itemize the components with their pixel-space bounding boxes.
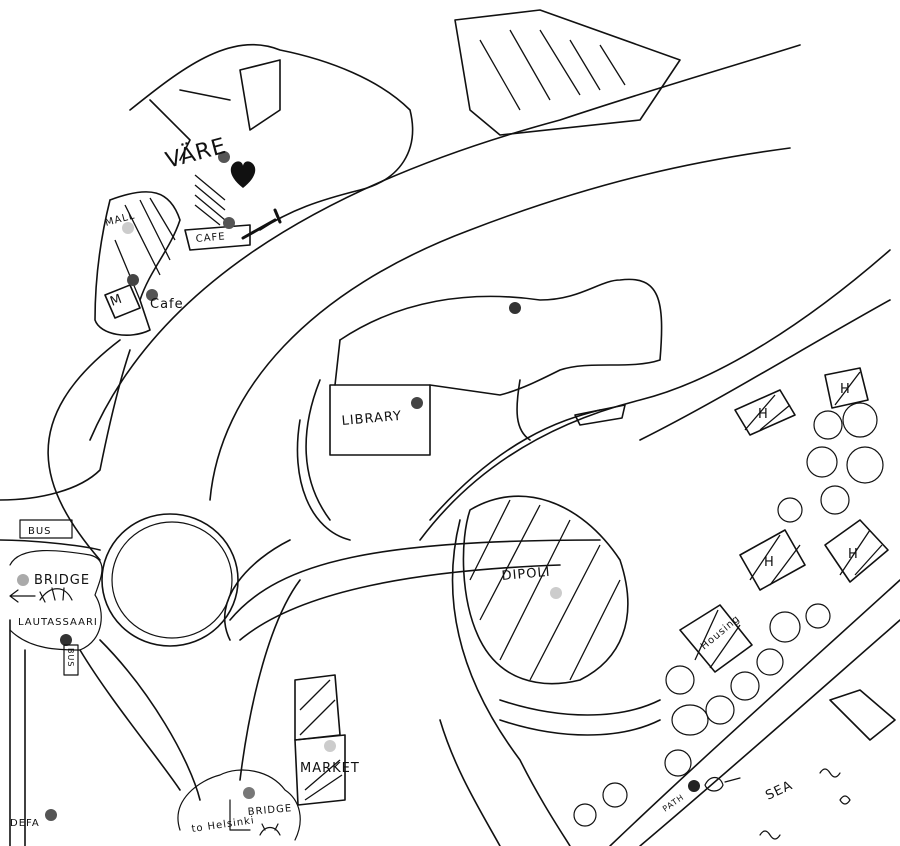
housing-2-label: H: [840, 382, 851, 397]
bridge-west-marker[interactable]: [17, 574, 29, 586]
to-helsinki-label: to Helsinki: [191, 815, 255, 835]
housing-5-label: Housing: [699, 613, 743, 652]
housing-3-label: H: [764, 555, 775, 570]
market-label: MARKET: [300, 761, 360, 776]
path-marker[interactable]: [688, 780, 700, 792]
bridge-west-label: BRIDGE: [34, 573, 90, 588]
labels: VÄRE MALL CAFE Cafe M LIBRARY BUS BRIDGE…: [10, 133, 859, 835]
roads: [0, 44, 900, 846]
sea-waves: [704, 768, 851, 840]
metro-label: M: [108, 291, 125, 309]
metro-marker[interactable]: [127, 274, 139, 286]
vare-label: VÄRE: [163, 133, 230, 174]
bus-stop-marker[interactable]: [60, 634, 72, 646]
bridge-south-label: BRIDGE: [247, 803, 292, 818]
bridge-south-marker[interactable]: [243, 787, 255, 799]
dipoli-marker[interactable]: [550, 587, 562, 599]
trees: [573, 402, 884, 827]
roundabout: [101, 513, 239, 647]
dipoli-label: DIPOLI: [501, 565, 551, 584]
sea-label: SEA: [763, 778, 795, 804]
housing-blocks: [679, 367, 889, 673]
library-label: LIBRARY: [341, 409, 403, 429]
bus-stop-sign: [63, 644, 79, 676]
cafe-mall-marker[interactable]: [146, 289, 158, 301]
cafe-top-marker[interactable]: [223, 217, 235, 229]
cafe-mall-label: Cafe: [150, 297, 184, 312]
bus-stop-label: BUS: [66, 648, 75, 667]
mall-marker[interactable]: [122, 222, 134, 234]
bridge-clouds: [9, 550, 301, 841]
market-marker[interactable]: [324, 740, 336, 752]
defa-label: DEFA: [10, 818, 40, 829]
bus-top-sign: [19, 519, 73, 539]
buildings: [94, 9, 681, 806]
housing-4-label: H: [848, 547, 859, 562]
markers: [17, 151, 700, 821]
lauttasaari-label: LAUTASSAARI: [18, 617, 98, 628]
dipoli-wing-marker[interactable]: [509, 302, 521, 314]
housing-1-label: H: [758, 407, 769, 422]
library-marker[interactable]: [411, 397, 423, 409]
defa-marker[interactable]: [45, 809, 57, 821]
cafe-top-label: CAFE: [195, 231, 226, 245]
favorite-heart-icon[interactable]: [230, 161, 256, 188]
bus-top-label: BUS: [28, 526, 52, 537]
vare-marker[interactable]: [218, 151, 230, 163]
